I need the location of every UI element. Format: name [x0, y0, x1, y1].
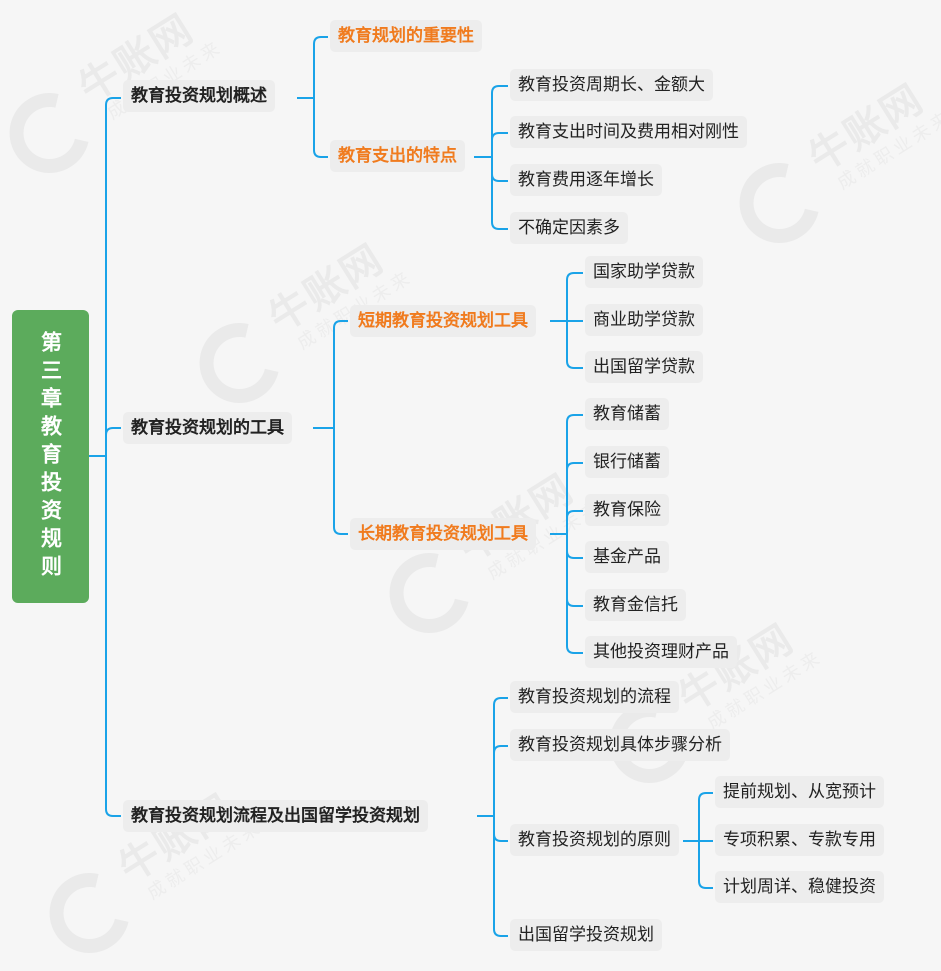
topic-importance[interactable]: 教育规划的重要性	[330, 20, 482, 52]
leaf-item[interactable]: 教育投资规划的流程	[510, 681, 679, 713]
connector-line	[491, 157, 508, 182]
connector-line	[566, 534, 583, 654]
leaf-item[interactable]: 教育投资周期长、金额大	[510, 69, 713, 101]
connector-line	[491, 157, 508, 230]
leaf-item[interactable]: 教育储蓄	[585, 398, 669, 430]
connector-line	[566, 414, 583, 534]
leaf-item[interactable]: 其他投资理财产品	[585, 636, 737, 668]
connector-line	[698, 792, 713, 841]
connector-line	[566, 462, 583, 534]
leaf-item[interactable]: 国家助学贷款	[585, 256, 703, 288]
connector-line	[105, 427, 121, 456]
leaf-item[interactable]: 不确定因素多	[510, 212, 628, 244]
connector-line	[105, 97, 121, 456]
leaf-item[interactable]: 提前规划、从宽预计	[715, 776, 884, 808]
connector-line	[313, 98, 328, 158]
connector-line	[333, 320, 348, 428]
connector-line	[566, 321, 583, 369]
leaf-item[interactable]: 教育金信托	[585, 589, 686, 621]
leaf-item[interactable]: 基金产品	[585, 541, 669, 573]
connector-line	[493, 745, 508, 816]
connector-line	[313, 36, 328, 98]
connector-line	[698, 841, 713, 889]
topic-long-term-tools[interactable]: 长期教育投资规划工具	[350, 518, 536, 550]
leaf-item[interactable]: 教育费用逐年增长	[510, 164, 662, 196]
branch-tools[interactable]: 教育投资规划的工具	[123, 412, 292, 444]
connector-line	[333, 428, 348, 535]
branch-overview[interactable]: 教育投资规划概述	[123, 80, 275, 112]
branch-process[interactable]: 教育投资规划流程及出国留学投资规划	[123, 800, 428, 832]
topic-characteristics[interactable]: 教育支出的特点	[330, 140, 465, 172]
connector-line	[105, 456, 121, 817]
leaf-item[interactable]: 银行储蓄	[585, 446, 669, 478]
connector-line	[566, 510, 583, 534]
connector-line	[493, 816, 508, 937]
connector-line	[493, 697, 508, 816]
root-label: 第三章教育投资规则	[38, 330, 63, 583]
topic-short-term-tools[interactable]: 短期教育投资规划工具	[350, 305, 536, 337]
connector-line	[566, 272, 583, 321]
leaf-item[interactable]: 商业助学贷款	[585, 304, 703, 336]
connector-line	[566, 534, 583, 559]
connector-line	[491, 85, 508, 157]
leaf-item[interactable]: 教育投资规划具体步骤分析	[510, 729, 730, 761]
connector-line	[493, 816, 508, 842]
leaf-item[interactable]: 教育支出时间及费用相对刚性	[510, 116, 747, 148]
leaf-item[interactable]: 出国留学投资规划	[510, 919, 662, 951]
leaf-item[interactable]: 专项积累、专款专用	[715, 824, 884, 856]
root-node[interactable]: 第三章教育投资规则	[12, 310, 89, 603]
connector-line	[491, 132, 508, 157]
leaf-item[interactable]: 教育保险	[585, 494, 669, 526]
leaf-item[interactable]: 出国留学贷款	[585, 351, 703, 383]
leaf-item[interactable]: 计划周详、稳健投资	[715, 871, 884, 903]
topic-principles[interactable]: 教育投资规划的原则	[510, 824, 679, 856]
connector-line	[566, 534, 583, 607]
